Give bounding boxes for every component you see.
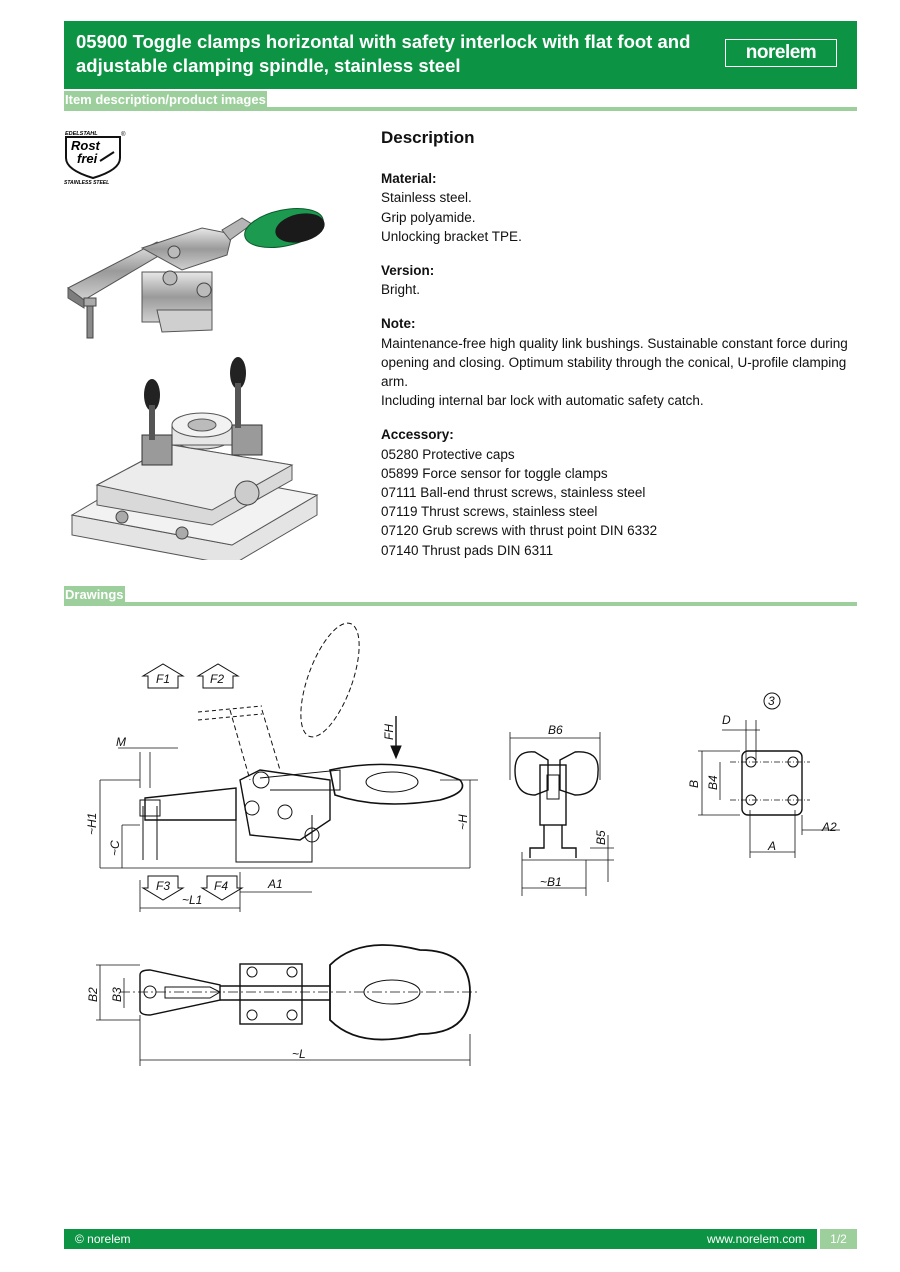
label-B3: B3 — [110, 987, 124, 1002]
rostfrei-badge-icon: EDELSTAHL ® Rost frei STAINLESS STEEL — [64, 131, 126, 186]
label-B6: B6 — [548, 723, 563, 737]
version-line: Bright. — [381, 282, 421, 298]
front-view-drawing — [509, 732, 614, 896]
label-B: B — [687, 780, 701, 788]
section-rule — [64, 107, 857, 111]
badge-line1-text: Rost — [71, 138, 101, 153]
label-H1: ~H1 — [85, 813, 99, 835]
label-L: ~L — [292, 1047, 306, 1061]
material-title: Material: — [381, 171, 437, 187]
note-block: Note: Maintenance-free high quality link… — [381, 314, 861, 410]
label-FH: FH — [382, 724, 396, 740]
page-header: 05900 Toggle clamps horizontal with safe… — [64, 21, 857, 89]
description-panel: Description Material: Stainless steel. G… — [381, 128, 861, 575]
section-label-item: Item description/product images — [64, 91, 267, 109]
badge-top-text: EDELSTAHL — [65, 131, 98, 137]
material-line: Grip polyamide. — [381, 209, 476, 225]
label-F3: F3 — [156, 879, 170, 893]
material-line: Unlocking bracket TPE. — [381, 228, 522, 244]
note-line: Maintenance-free high quality link bushi… — [381, 335, 848, 351]
product-image-fixture — [70, 357, 319, 560]
footplate-drawing — [698, 692, 840, 858]
side-view-drawing — [99, 622, 478, 912]
accessory-item: 07111 Ball-end thrust screws, stainless … — [381, 485, 646, 501]
label-M: M — [116, 735, 126, 749]
accessory-block: Accessory: 05280 Protective caps 05899 F… — [381, 425, 861, 559]
page-title: 05900 Toggle clamps horizontal with safe… — [76, 30, 716, 78]
accessory-item: 07120 Grub screws with thrust point DIN … — [381, 523, 658, 539]
badge-reg-text: ® — [121, 131, 126, 138]
page-footer: © norelem www.norelem.com 1/2 — [64, 1229, 857, 1249]
label-B1: ~B1 — [540, 875, 562, 889]
footer-copyright: © norelem — [75, 1232, 131, 1246]
note-line: Including internal bar lock with automat… — [381, 393, 704, 409]
description-heading: Description — [381, 128, 475, 147]
badge-bottom-text: STAINLESS STEEL — [64, 180, 109, 186]
label-B5: B5 — [594, 830, 608, 845]
accessory-title: Accessory: — [381, 427, 454, 443]
top-view-drawing — [96, 944, 480, 1066]
norelem-logo: norelem — [725, 39, 837, 67]
badge-line2-text: frei — [77, 151, 98, 166]
title-line-2: adjustable clamping spindle, stainless s… — [76, 55, 461, 76]
page-number: 1/2 — [820, 1229, 857, 1249]
label-D: D — [722, 713, 731, 727]
label-F4: F4 — [214, 879, 228, 893]
accessory-item: 05899 Force sensor for toggle clamps — [381, 465, 608, 481]
version-title: Version: — [381, 263, 435, 279]
material-line: Stainless steel. — [381, 190, 472, 206]
label-C: ~C — [108, 840, 122, 856]
section-drawings: Drawings — [64, 586, 857, 606]
section-rule — [64, 602, 857, 606]
note-line: opening and closing. Optimum stability t… — [381, 354, 847, 390]
label-B4: B4 — [706, 775, 720, 790]
material-block: Material: Stainless steel. Grip polyamid… — [381, 169, 861, 246]
section-item-description: Item description/product images — [64, 91, 857, 111]
technical-drawings: F1 F2 F3 F4 FH M ~H1 ~C ~H A1 ~L1 B6 B5 … — [85, 622, 840, 1066]
label-circled-3: 3 — [768, 694, 775, 708]
accessory-item: 05280 Protective caps — [381, 446, 515, 462]
label-A1: A1 — [267, 877, 283, 891]
label-H: ~H — [456, 814, 470, 830]
note-title: Note: — [381, 316, 416, 332]
accessory-item: 07119 Thrust screws, stainless steel — [381, 504, 598, 520]
footer-url-link[interactable]: www.norelem.com — [706, 1232, 805, 1246]
label-F2: F2 — [210, 672, 224, 686]
product-image-clamp — [67, 208, 325, 339]
section-label-drawings: Drawings — [64, 586, 125, 604]
label-L1: ~L1 — [182, 893, 202, 907]
footer-bar: © norelem www.norelem.com — [64, 1229, 817, 1249]
dimension-labels: F1 F2 F3 F4 FH M ~H1 ~C ~H A1 ~L1 B6 B5 … — [85, 672, 837, 1061]
accessory-item: 07140 Thrust pads DIN 6311 — [381, 542, 554, 558]
label-A: A — [767, 839, 776, 853]
label-F1: F1 — [156, 672, 170, 686]
version-block: Version: Bright. — [381, 261, 861, 299]
title-line-1: 05900 Toggle clamps horizontal with safe… — [76, 31, 691, 52]
label-B2: B2 — [86, 987, 100, 1002]
label-A2: A2 — [821, 820, 837, 834]
